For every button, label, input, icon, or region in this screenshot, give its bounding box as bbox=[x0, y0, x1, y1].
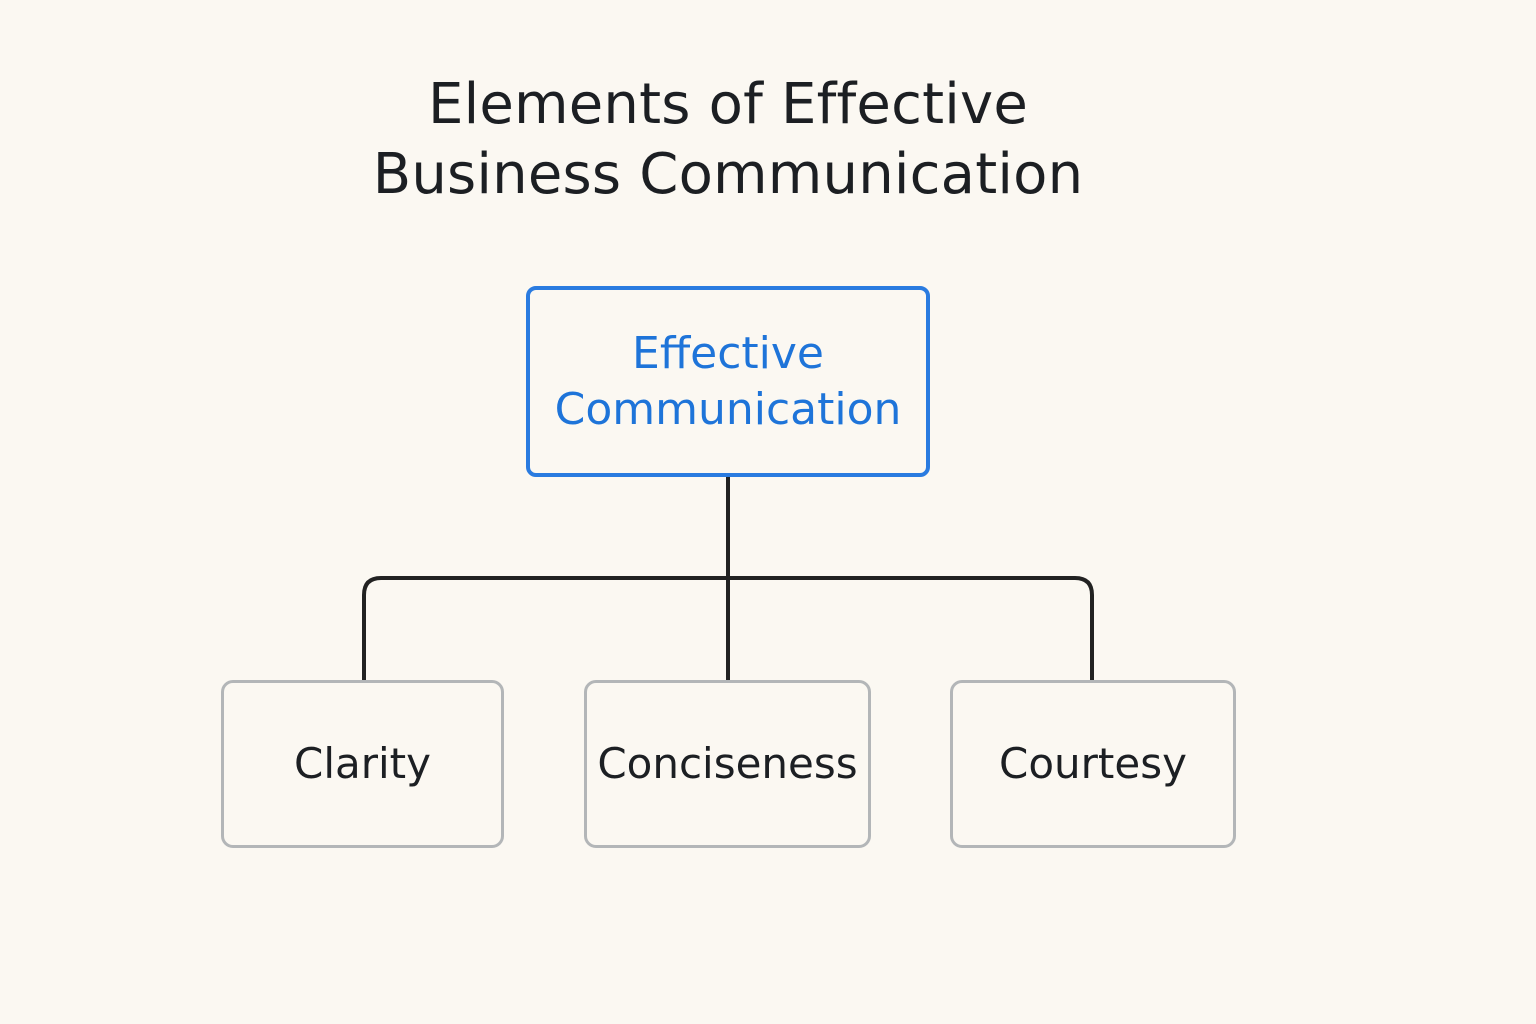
child-node-label: Conciseness bbox=[597, 739, 858, 788]
diagram-title-line-2: Business Communication bbox=[372, 142, 1084, 207]
child-node-clarity: Clarity bbox=[221, 680, 504, 848]
child-node-label: Clarity bbox=[294, 739, 431, 788]
diagram-title-line-1: Elements of Effective bbox=[428, 72, 1028, 137]
diagram-title: Elements of Effective Business Communica… bbox=[328, 70, 1128, 210]
child-node-conciseness: Conciseness bbox=[584, 680, 871, 848]
child-node-label: Courtesy bbox=[999, 739, 1187, 788]
root-node-label-line-2: Communication bbox=[554, 383, 902, 435]
root-node-effective-communication: Effective Communication bbox=[526, 286, 930, 477]
root-node-label-line-1: Effective bbox=[632, 327, 824, 379]
child-node-courtesy: Courtesy bbox=[950, 680, 1236, 848]
